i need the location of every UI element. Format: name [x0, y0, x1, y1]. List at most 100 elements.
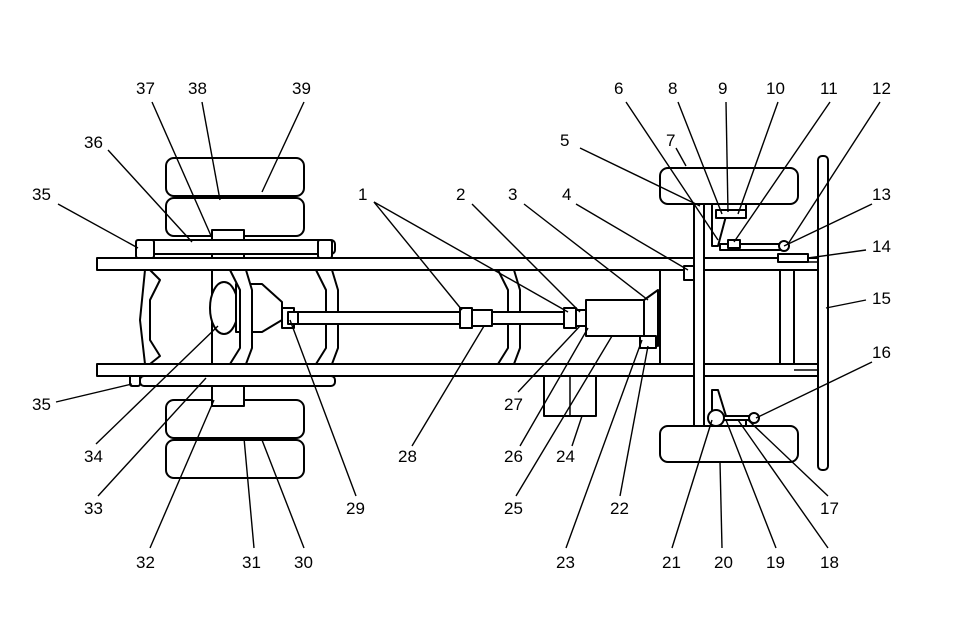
steering-arm — [727, 239, 741, 249]
transmission-bellhousing — [643, 289, 659, 347]
leader-38 — [201, 101, 221, 201]
frame — [96, 257, 823, 377]
leader-8 — [677, 101, 723, 215]
callout-39: 39 — [292, 79, 311, 98]
rear-tire-outer-top — [165, 157, 305, 197]
leader-1b — [373, 201, 569, 313]
universal-joint-center — [459, 307, 473, 329]
callout-4: 4 — [562, 185, 571, 204]
brake-caliper-top — [715, 209, 747, 219]
rear-tire-outer-bottom — [165, 439, 305, 479]
callout-21: 21 — [662, 553, 681, 572]
callout-1: 1 — [358, 185, 367, 204]
leader-2 — [471, 203, 581, 313]
callout-18: 18 — [820, 553, 839, 572]
leader-3 — [523, 203, 649, 301]
leader-4 — [575, 203, 689, 271]
callout-19: 19 — [766, 553, 785, 572]
callout-11: 11 — [820, 79, 838, 98]
leader-35a — [57, 203, 139, 249]
center-bearing — [471, 309, 493, 327]
callout-27: 27 — [504, 395, 523, 414]
spring-hanger-rear-top — [135, 239, 155, 259]
engine-mount — [683, 265, 695, 281]
differential-cover — [209, 281, 239, 335]
front-bumper — [817, 155, 829, 471]
leader-5 — [579, 147, 701, 207]
front-axle-beam — [693, 203, 705, 427]
slip-yoke-rear — [287, 311, 299, 325]
callout-24: 24 — [556, 447, 575, 466]
callout-5: 5 — [560, 131, 569, 150]
leader-37 — [151, 101, 213, 239]
leader-29 — [289, 319, 357, 497]
leader-23 — [565, 339, 643, 549]
leader-13 — [783, 203, 873, 247]
callout-12: 12 — [872, 79, 891, 98]
callouts: 1 2 3 4 5 6 7 8 9 10 11 12 13 14 15 16 1… — [32, 79, 891, 572]
ball-joint-bottom — [748, 412, 760, 424]
callout-26: 26 — [504, 447, 523, 466]
callout-33: 33 — [84, 499, 103, 518]
callout-13: 13 — [872, 185, 891, 204]
callout-10: 10 — [766, 79, 785, 98]
callout-29: 29 — [346, 499, 365, 518]
callout-7: 7 — [666, 131, 675, 150]
callout-15: 15 — [872, 289, 891, 308]
leader-26 — [519, 327, 589, 447]
leader-32 — [149, 399, 215, 549]
leader-20 — [719, 461, 723, 549]
leader-16 — [755, 361, 873, 419]
transmission — [585, 299, 645, 337]
callout-28: 28 — [398, 447, 417, 466]
rear-propshaft — [295, 311, 469, 325]
callout-37: 37 — [136, 79, 155, 98]
leader-14 — [807, 249, 867, 259]
leader-22 — [619, 345, 649, 497]
leader-7 — [675, 147, 687, 167]
slip-yoke-front — [575, 309, 587, 327]
callout-34: 34 — [84, 447, 103, 466]
spring-hanger-front-top — [317, 239, 333, 259]
callout-8: 8 — [668, 79, 677, 98]
callout-23: 23 — [556, 553, 575, 572]
callout-14: 14 — [872, 237, 891, 256]
leader-15 — [825, 299, 867, 309]
leader-39 — [261, 101, 305, 193]
callout-32: 32 — [136, 553, 155, 572]
leader-11 — [733, 101, 831, 243]
leader-12 — [787, 101, 881, 245]
callout-30: 30 — [294, 553, 313, 572]
leader-25 — [515, 335, 613, 497]
callout-31: 31 — [242, 553, 261, 572]
leader-9 — [725, 101, 729, 213]
leader-31 — [243, 437, 255, 549]
leader-24 — [571, 415, 583, 447]
callout-22: 22 — [610, 499, 629, 518]
leader-30 — [261, 439, 305, 549]
frame-rail-upper — [96, 257, 823, 271]
front-tire-bottom — [659, 425, 799, 463]
leader-33 — [97, 377, 207, 497]
front-crossmember-plate — [659, 269, 781, 365]
callout-16: 16 — [872, 343, 891, 362]
crossmember-rear — [139, 269, 161, 365]
leader-10 — [737, 101, 779, 215]
callout-35-bottom: 35 — [32, 395, 51, 414]
leader-27 — [517, 325, 581, 393]
leader-35b — [55, 383, 133, 403]
steering-gear — [777, 253, 809, 263]
callout-3: 3 — [508, 185, 517, 204]
callout-2: 2 — [456, 185, 465, 204]
leader-36 — [107, 149, 193, 243]
callout-25: 25 — [504, 499, 523, 518]
leader-1a — [373, 201, 463, 311]
leader-28 — [411, 325, 485, 447]
leader-lines — [55, 101, 881, 549]
callout-17: 17 — [820, 499, 839, 518]
rear-spring-bottom — [139, 375, 336, 387]
rear-spring-top — [139, 239, 336, 255]
callout-6: 6 — [614, 79, 623, 98]
